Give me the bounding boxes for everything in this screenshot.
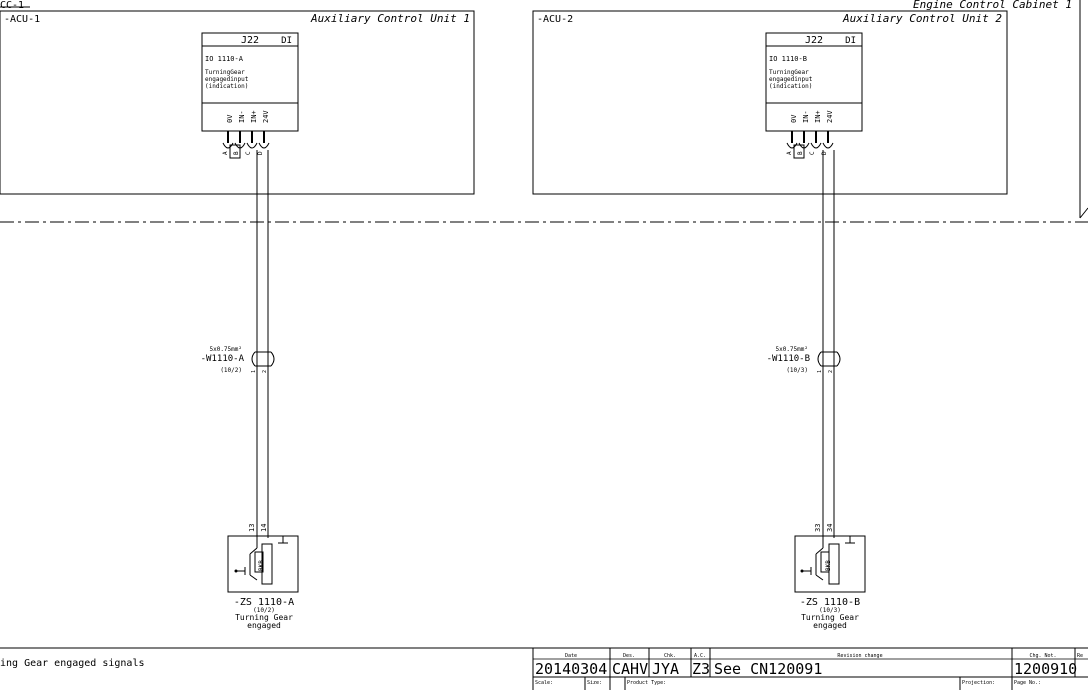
- module-desc-3: (indication): [769, 83, 812, 90]
- sensor-tag: -ZS 1110-B: [800, 597, 860, 608]
- terminal-24v: 24V: [262, 110, 270, 123]
- label-product-type: Product Type:: [627, 680, 666, 686]
- header-revision: Revision change: [837, 653, 882, 659]
- pin-a: A: [786, 151, 793, 155]
- value-date: 20140304: [535, 660, 607, 678]
- module-desc-2: engagedinput: [205, 76, 249, 83]
- pin-b: B: [797, 151, 804, 155]
- module-desc-3: (indication): [205, 83, 248, 90]
- sensor-ref: (10/3): [819, 607, 841, 614]
- label-projection: Projection:: [962, 680, 995, 686]
- terminal-in-plus: IN+: [250, 110, 258, 123]
- cable-tag: -W1110-B: [767, 354, 810, 364]
- sensor-zs-1110-b: BKB: [794, 535, 866, 593]
- pin-c: C: [245, 151, 252, 155]
- sensor-tag: -ZS 1110-A: [234, 597, 294, 608]
- header-des: Des.: [623, 653, 635, 659]
- terminal-in-minus: IN-: [238, 110, 246, 123]
- cabinet-title: Engine Control Cabinet 1: [913, 0, 1072, 11]
- terminal-in-plus: IN+: [814, 110, 822, 123]
- terminal-in-minus: IN-: [802, 110, 810, 123]
- pin-a: A: [222, 151, 229, 155]
- module-desc-1: TurningGear: [769, 69, 809, 76]
- header-rev: Re: [1077, 653, 1083, 659]
- unit-acu-2: -ACU-2 Auxiliary Control Unit 2 J22 DI I…: [532, 10, 1008, 630]
- sensor-zs-1110-a: BKB: [227, 535, 299, 593]
- acu-1-tag: -ACU-1: [4, 14, 40, 25]
- module-desc-2: engagedinput: [769, 76, 813, 83]
- sensor-desc-2: engaged: [813, 621, 847, 630]
- acu-1-title: Auxiliary Control Unit 1: [310, 12, 470, 25]
- header-chg: Chg. Not.: [1029, 653, 1056, 659]
- cable-core-1: 1: [251, 370, 257, 373]
- sensor-inner-label: BKB: [825, 560, 832, 571]
- cable-core-1: 1: [817, 370, 823, 373]
- title-block: ing Gear engaged signals Date Des. Chk. …: [0, 647, 1088, 690]
- terminal-0v: 0V: [226, 114, 234, 123]
- module-name: J22: [241, 35, 259, 46]
- acu-2-tag: -ACU-2: [537, 14, 573, 25]
- sensor-terminal-13: 13: [248, 524, 256, 532]
- label-page-no: Page No.:: [1014, 680, 1041, 686]
- pin-d: D: [821, 151, 828, 155]
- module-type: DI: [845, 36, 856, 46]
- pin-b: B: [233, 151, 240, 155]
- sensor-inner-label: BKB: [258, 560, 265, 571]
- cable-tag: -W1110-A: [201, 354, 245, 364]
- header-chk: Chk.: [664, 653, 676, 659]
- terminal-24v: 24V: [826, 110, 834, 123]
- drawing-title: ing Gear engaged signals: [0, 658, 145, 669]
- module-io: IO 1110-A: [205, 55, 244, 63]
- module-type: DI: [281, 36, 292, 46]
- value-chg: 1200910: [1014, 660, 1077, 678]
- label-size: Size:: [587, 680, 602, 686]
- module-j22-a: J22 DI IO 1110-A TurningGear engagedinpu…: [201, 32, 299, 132]
- sensor-terminal-33: 33: [814, 524, 822, 532]
- cable-spec: 5x0.75mm²: [209, 346, 242, 353]
- sensor-ref: (10/2): [253, 607, 275, 614]
- cable-core-2: 2: [262, 370, 268, 373]
- cable-ref: (10/2): [220, 367, 242, 374]
- sensor-desc-2: engaged: [247, 621, 281, 630]
- value-ac: Z3: [692, 660, 710, 678]
- header-ac: A.C.: [694, 653, 706, 659]
- pin-c: C: [809, 151, 816, 155]
- label-scale: Scale:: [535, 680, 553, 686]
- acu-1-frame: [0, 10, 475, 195]
- acu-2-frame: [532, 10, 1008, 195]
- pin-d: D: [257, 151, 264, 155]
- cable-ref: (10/3): [786, 367, 808, 374]
- header-date: Date: [565, 653, 577, 659]
- sensor-terminal-34: 34: [826, 524, 834, 532]
- terminal-0v: 0V: [790, 114, 798, 123]
- cabinet-id: CC-1: [0, 0, 24, 11]
- unit-acu-1: -ACU-1 Auxiliary Control Unit 1 J22 DI I…: [0, 10, 475, 630]
- sensor-desc-1: Turning Gear: [801, 613, 859, 622]
- sensor-desc-1: Turning Gear: [235, 613, 293, 622]
- value-chk: JYA: [652, 660, 679, 678]
- module-desc-1: TurningGear: [205, 69, 245, 76]
- value-des: CAHV: [612, 660, 648, 678]
- cable-core-2: 2: [828, 370, 834, 373]
- acu-2-title: Auxiliary Control Unit 2: [842, 12, 1002, 25]
- cable-spec: 5x0.75mm²: [775, 346, 808, 353]
- module-io: IO 1110-B: [769, 55, 807, 63]
- value-revision: See CN120091: [714, 660, 822, 678]
- module-name: J22: [805, 35, 823, 46]
- sensor-terminal-14: 14: [260, 524, 268, 532]
- module-j22-b: J22 DI IO 1110-B TurningGear engagedinpu…: [765, 32, 863, 132]
